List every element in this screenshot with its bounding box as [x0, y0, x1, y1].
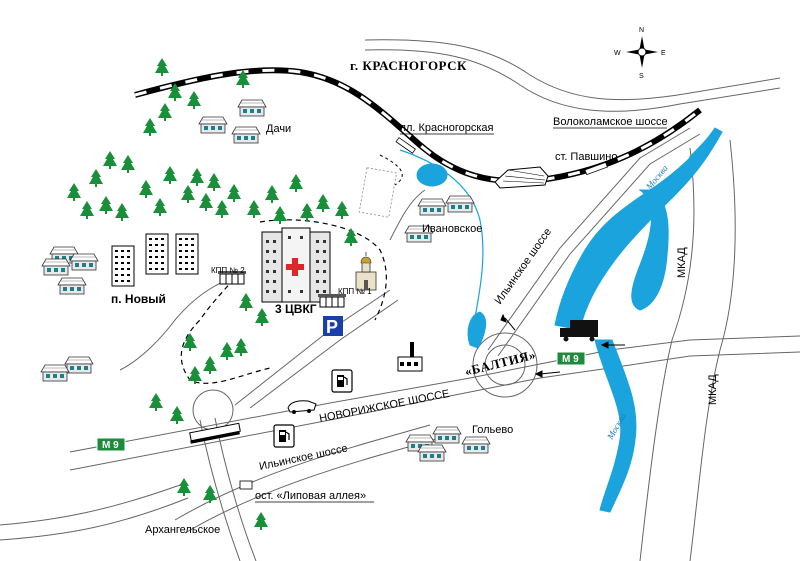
bridge — [189, 422, 241, 444]
parking-label: P — [326, 317, 338, 337]
ivanovskoe-road — [389, 189, 426, 241]
volokolamskoe-road-edge-b — [364, 39, 781, 101]
kpp1-label: КПП № 1 — [338, 287, 372, 296]
church-icon — [355, 252, 377, 291]
baltia-roundabout — [472, 332, 538, 398]
train — [494, 166, 549, 189]
ilinskoe-north-label: Ильинское шоссе — [493, 226, 554, 307]
novy-highrises — [111, 233, 199, 287]
east-perimeter — [379, 154, 403, 186]
volokolamskoe-road-edge-a — [364, 49, 781, 112]
novy-label: п. Новый — [111, 292, 166, 306]
mkad-south-label: МКАД — [707, 374, 719, 405]
kpp2-label: КПП № 2 — [211, 266, 245, 275]
hospital-label: 3 ЦВКГ — [275, 302, 317, 316]
compass-s: S — [639, 73, 644, 80]
m9-sign-east: М 9 — [556, 351, 586, 366]
novorizhskoe-road-edge-b — [69, 351, 800, 471]
volokolamskoe-label: Волоколамское шоссе — [553, 116, 668, 128]
parking-sign: P — [323, 316, 343, 337]
river-stream — [399, 149, 484, 346]
platforms — [395, 137, 608, 176]
river-moskva — [416, 127, 723, 513]
krasnogorskaya-platform — [395, 137, 416, 154]
pavshino-label: ст. Павшино — [555, 151, 617, 163]
pavshino-platform — [584, 161, 608, 176]
west-roundabout — [192, 389, 234, 431]
ilinskoe-south-road-edge-a — [174, 424, 431, 521]
baltia-label: «БАЛТИЯ» — [463, 347, 537, 379]
dashed-area — [358, 167, 398, 218]
dachi-label: Дачи — [266, 123, 291, 135]
truck-icon — [560, 320, 598, 342]
ilinskoe-north-road-edge-b — [497, 133, 701, 357]
krasnogorsk-label: г. КРАСНОГОРСК — [350, 58, 467, 73]
gas-station-icon — [331, 369, 353, 393]
ivanovskoe-label: Ивановское — [422, 223, 482, 235]
car-icon — [287, 400, 317, 414]
ilinskoe-north-road-edge-a — [487, 127, 691, 351]
svg-text:М 9: М 9 — [102, 440, 119, 451]
arkhangelskoe-label: Архангельское — [145, 524, 220, 536]
hospital-building — [261, 227, 331, 303]
gas-station-icon — [273, 424, 295, 448]
krasnogorskaya-label: пл. Красногорская — [400, 122, 494, 134]
southwest-road-edge-a — [0, 484, 181, 526]
mkad-road-edge-a — [639, 147, 695, 561]
compass-e: E — [661, 50, 666, 57]
factory-icon — [397, 342, 423, 372]
golyevo-label: Гольево — [472, 424, 513, 436]
lipovaya-stop-icon — [239, 480, 253, 490]
lipovaya-label: ост. «Липовая аллея» — [255, 490, 366, 502]
mkad-road-edge-b — [689, 139, 736, 561]
mkad-north-label: МКАД — [676, 247, 688, 278]
novorizhskoe-road-edge-a — [69, 335, 800, 453]
compass-w: W — [614, 50, 621, 57]
direction-arrows — [500, 313, 625, 378]
hospital-perimeter — [180, 219, 387, 384]
compass-n: N — [639, 27, 644, 34]
svg-text:М 9: М 9 — [562, 354, 579, 365]
southwest-road-edge-b — [0, 497, 189, 541]
compass-icon: N S E W — [614, 27, 666, 80]
m9-sign-west: М 9 — [96, 437, 126, 452]
